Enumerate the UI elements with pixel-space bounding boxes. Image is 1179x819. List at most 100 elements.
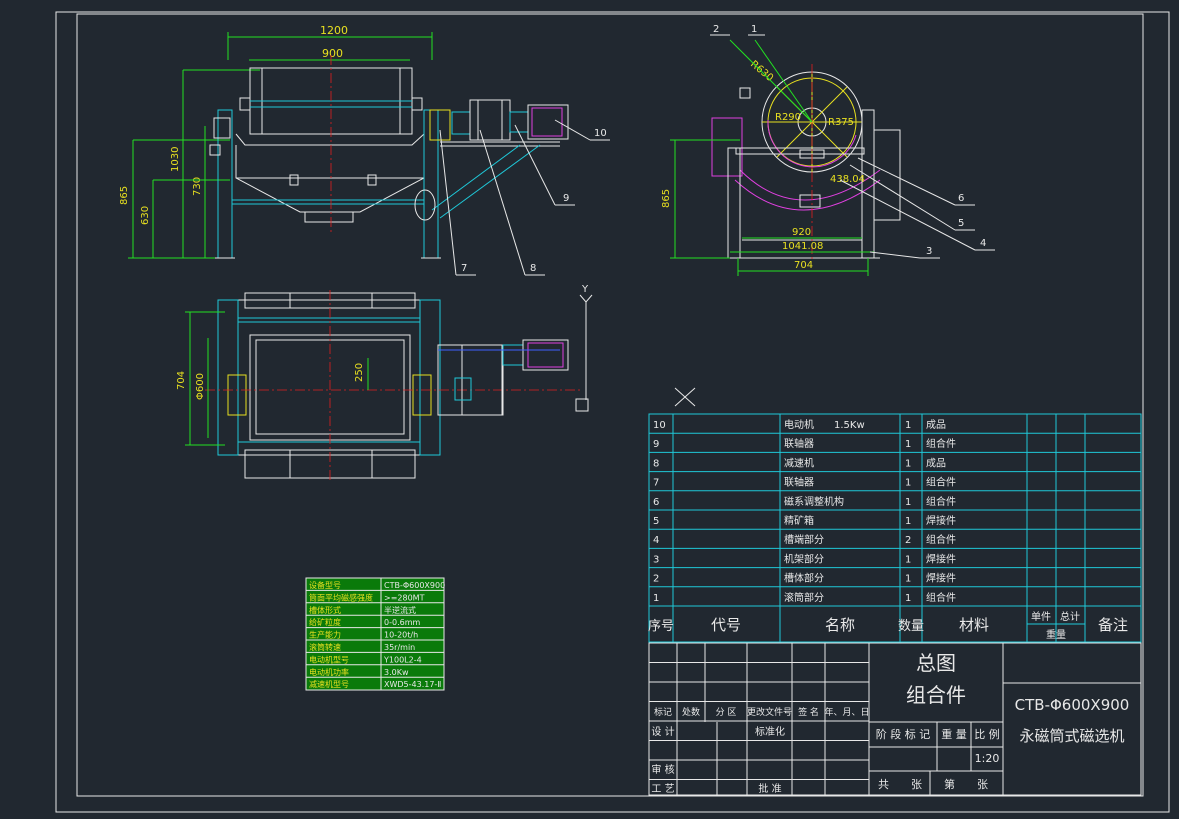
revision-column-label: 分 区 [716,707,737,718]
dim-r375: R375 [828,117,854,128]
callout-9: 9 [563,193,569,204]
part-name: 精矿箱 [784,514,814,527]
dim-704-side: 704 [794,260,813,271]
revision-column-label: 处数 [682,706,700,718]
part-name: 磁系调整机构 [784,495,844,508]
part-name: 电动机 1.5Kw [784,418,865,431]
ucs-y-label: Y [581,284,589,295]
part-number: 9 [653,439,659,450]
spec-value: 3.0Kw [384,668,409,677]
part-quantity: 1 [905,458,911,469]
title-sub: 组合件 [906,683,966,707]
part-quantity: 1 [905,593,911,604]
part-name: 联轴器 [784,437,814,450]
part-number: 8 [653,458,659,469]
part-number: 1 [653,593,659,604]
spec-key: 减速机型号 [309,679,349,689]
dim-1041-side: 1041.08 [782,241,823,252]
dim-865-front: 865 [119,186,130,205]
dim-1030-front: 1030 [170,147,181,172]
spec-key: 滚筒转速 [309,642,341,652]
part-number: 7 [653,478,659,489]
part-name: 减速机 [784,456,814,469]
part-number: 10 [653,420,666,431]
dim-630-front: 630 [140,206,151,225]
part-name: 滚筒部分 [784,591,824,604]
header-material: 材料 [959,616,989,634]
part-number: 6 [653,497,659,508]
parts-table: 10 电动机 1.5Kw 1 成品 9 联轴器 1 组合件 8 减速机 1 成品 7 联轴器 1 组合件 6 磁系… [648,413,1142,643]
dim-900: 900 [322,47,343,60]
part-number: 5 [653,516,659,527]
header-number: 序号 [648,619,674,634]
part-number: 3 [653,554,659,565]
spec-value: >=280MT [384,593,425,602]
spec-key: 生产能力 [309,630,341,640]
part-name: 联轴器 [784,476,814,489]
weight-label: 重 量 [941,727,967,741]
dim-1200: 1200 [320,24,348,37]
callout-6: 6 [958,193,964,204]
header-weight: 重量 [1046,628,1066,641]
part-quantity: 1 [905,497,911,508]
part-number: 2 [653,574,659,585]
spec-value: 0-0.6mm [384,618,420,627]
dim-730-front: 730 [192,177,203,196]
part-quantity: 1 [905,478,911,489]
header-code: 代号 [711,616,741,634]
spec-key: 筒面平均磁感强度 [309,592,373,602]
scale-label: 比 例 [974,727,1000,741]
part-material: 组合件 [926,437,956,450]
callout-4: 4 [980,238,986,249]
part-material: 焊接件 [926,572,956,585]
part-material: 成品 [926,419,946,431]
spec-key: 槽体形式 [309,605,341,615]
spec-value: 35r/min [384,643,415,652]
drawing-name: 永磁筒式磁选机 [1019,727,1124,745]
drawing-number: CTB-Φ600X900 [1015,696,1130,714]
part-material: 焊接件 [926,514,956,527]
dim-phi600-top: Φ600 [195,373,206,400]
revision-column-label: 标记 [654,706,672,718]
part-quantity: 1 [905,420,911,431]
part-name: 机架部分 [784,552,824,565]
spec-key: 给矿粒度 [309,617,341,627]
spec-value: Y100L2-4 [383,655,422,664]
callout-3: 3 [926,246,932,257]
part-material: 焊接件 [926,552,956,565]
header-name: 名称 [825,616,855,634]
process-label: 工 艺 [651,783,674,795]
sheets-total: 共 张 [878,778,922,791]
spec-value: CTB-Φ600X900 [384,581,445,590]
part-material: 组合件 [926,495,956,508]
outer-frame [55,11,1170,813]
dim-250-top: 250 [354,363,365,382]
spec-value: XWD5-43.17-Ⅱ [384,680,441,689]
top-view: 704 Φ600 250 [176,290,580,480]
dim-920-side: 920 [792,227,811,238]
spec-value: 半逆流式 [384,605,416,615]
design-label: 设 计 [651,725,674,738]
revision-column-label: 年、月、日 [824,706,869,718]
revision-column-label: 更改文件号 [747,706,792,718]
header-unit: 单件 [1031,611,1051,623]
part-material: 成品 [926,457,946,469]
stage-mark-label: 阶 段 标 记 [876,727,931,741]
header-quantity: 数量 [898,619,924,634]
part-material: 组合件 [926,591,956,604]
title-block: 标记处数分 区更改文件号签 名年、月、日设 计标准化审 核工 艺批 准 总图 组… [648,642,1142,796]
spec-key: 电动机功率 [309,667,349,677]
dim-704-top: 704 [176,371,187,390]
ucs-icon: Y [575,284,696,412]
part-quantity: 1 [905,574,911,585]
part-quantity: 2 [905,535,911,546]
part-material: 组合件 [926,533,956,546]
review-label: 审 核 [651,763,674,776]
dim-r290: R290 [775,112,801,123]
callout-10: 10 [594,128,607,139]
part-name: 槽体部分 [784,572,824,585]
callout-8: 8 [530,263,536,274]
sheet-number: 第 张 [944,777,988,791]
